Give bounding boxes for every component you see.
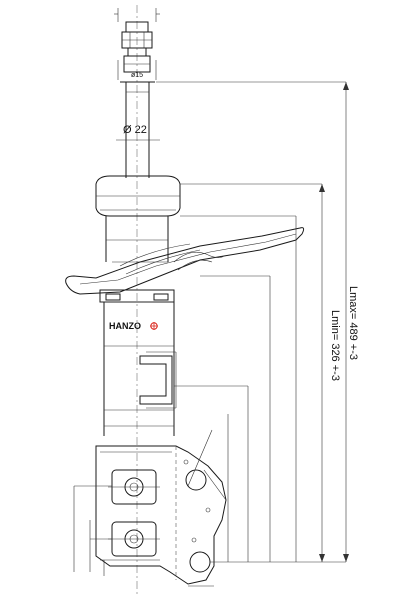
top-nut-assembly bbox=[114, 8, 160, 80]
length-dimension-lines bbox=[156, 81, 349, 587]
rod-top-diameter-label: ø15 bbox=[131, 72, 143, 79]
lmin-label: Lmin= 326 +-3 bbox=[329, 310, 341, 381]
brake-hose-bracket bbox=[139, 351, 177, 409]
lmax-label: Lmax= 489 +-3 bbox=[347, 286, 359, 360]
piston-rod bbox=[120, 81, 155, 178]
left-dimension-lines bbox=[73, 485, 112, 576]
upper-tube bbox=[105, 216, 169, 262]
lower-seat-ring bbox=[99, 289, 175, 303]
main-cylinder bbox=[103, 302, 175, 436]
svg-text:HANZO: HANZO bbox=[109, 321, 141, 331]
dust-boot bbox=[95, 175, 181, 217]
knuckle-bracket bbox=[95, 429, 227, 585]
hanzo-logo: HANZO bbox=[109, 321, 158, 331]
rod-diameter-label: Ø 22 bbox=[123, 124, 147, 136]
spring-seat bbox=[65, 227, 305, 295]
